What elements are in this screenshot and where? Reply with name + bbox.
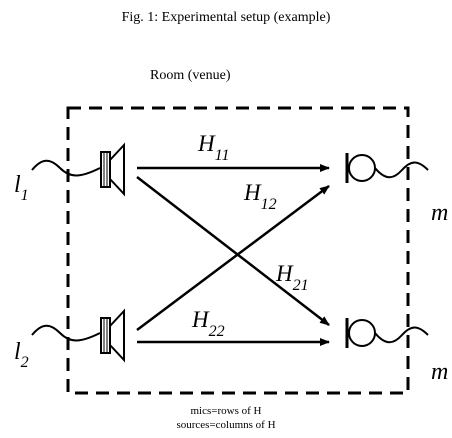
label-l2: l2 [14, 339, 29, 371]
figure-title: Fig. 1: Experimental setup (example) [121, 10, 331, 25]
label-h22: H22 [191, 307, 225, 340]
room-label: Room (venue) [150, 68, 231, 83]
mic-2-signal [374, 326, 429, 344]
label-l1: l1 [14, 172, 29, 204]
label-h11: H11 [197, 131, 229, 164]
label-m1: m [431, 200, 448, 226]
source-2-signal [31, 324, 101, 342]
mic-2-icon [345, 318, 376, 348]
speaker-1-icon [100, 142, 125, 197]
label-m2: m [431, 359, 448, 385]
caption-mics: mics=rows of H [190, 405, 262, 417]
mic-1-signal [374, 161, 429, 179]
label-h21: H21 [275, 261, 309, 294]
label-h12: H12 [243, 180, 277, 213]
path-h21-arrow [136, 176, 330, 326]
mic-1-icon [345, 153, 376, 183]
caption-sources: sources=columns of H [176, 419, 276, 431]
source-1-signal [31, 159, 101, 177]
speaker-2-icon [100, 308, 125, 363]
room-boundary [66, 106, 410, 395]
path-h12-arrow [136, 185, 330, 331]
